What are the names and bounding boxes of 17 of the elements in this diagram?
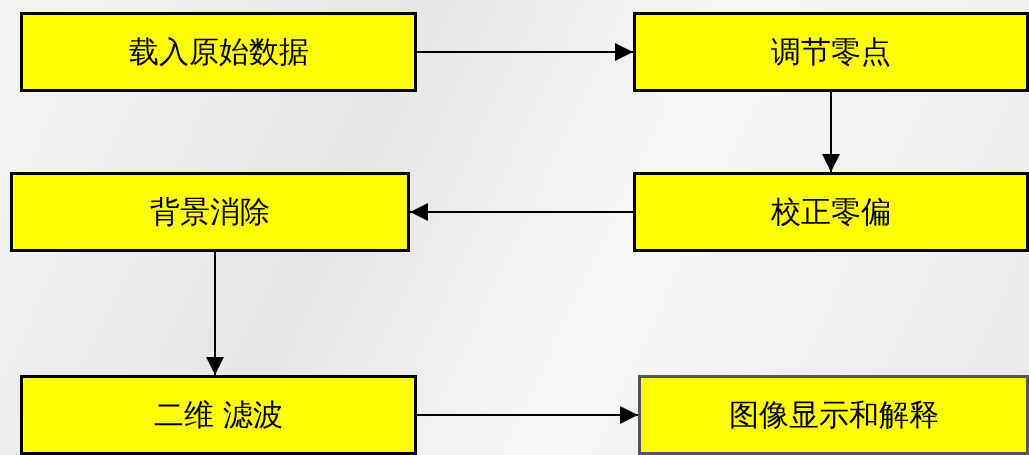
- process-box: [10, 172, 410, 252]
- step-label: 图像显示和解释: [728, 395, 939, 434]
- step-label: 二维 滤波: [153, 395, 284, 434]
- process-box: [633, 12, 1029, 92]
- step-label: 校正零偏: [771, 192, 891, 231]
- process-box: [20, 375, 417, 455]
- arrow: [416, 406, 639, 424]
- arrow: [822, 91, 840, 173]
- step-label: 调节零点: [771, 32, 891, 71]
- process-box: [638, 375, 1029, 455]
- arrow: [409, 203, 634, 221]
- step-label: 载入原始数据: [128, 32, 309, 71]
- arrow: [206, 251, 224, 376]
- arrow: [416, 43, 634, 61]
- step-label: 背景消除: [150, 192, 270, 231]
- process-box: [20, 12, 417, 92]
- process-box: [633, 172, 1029, 252]
